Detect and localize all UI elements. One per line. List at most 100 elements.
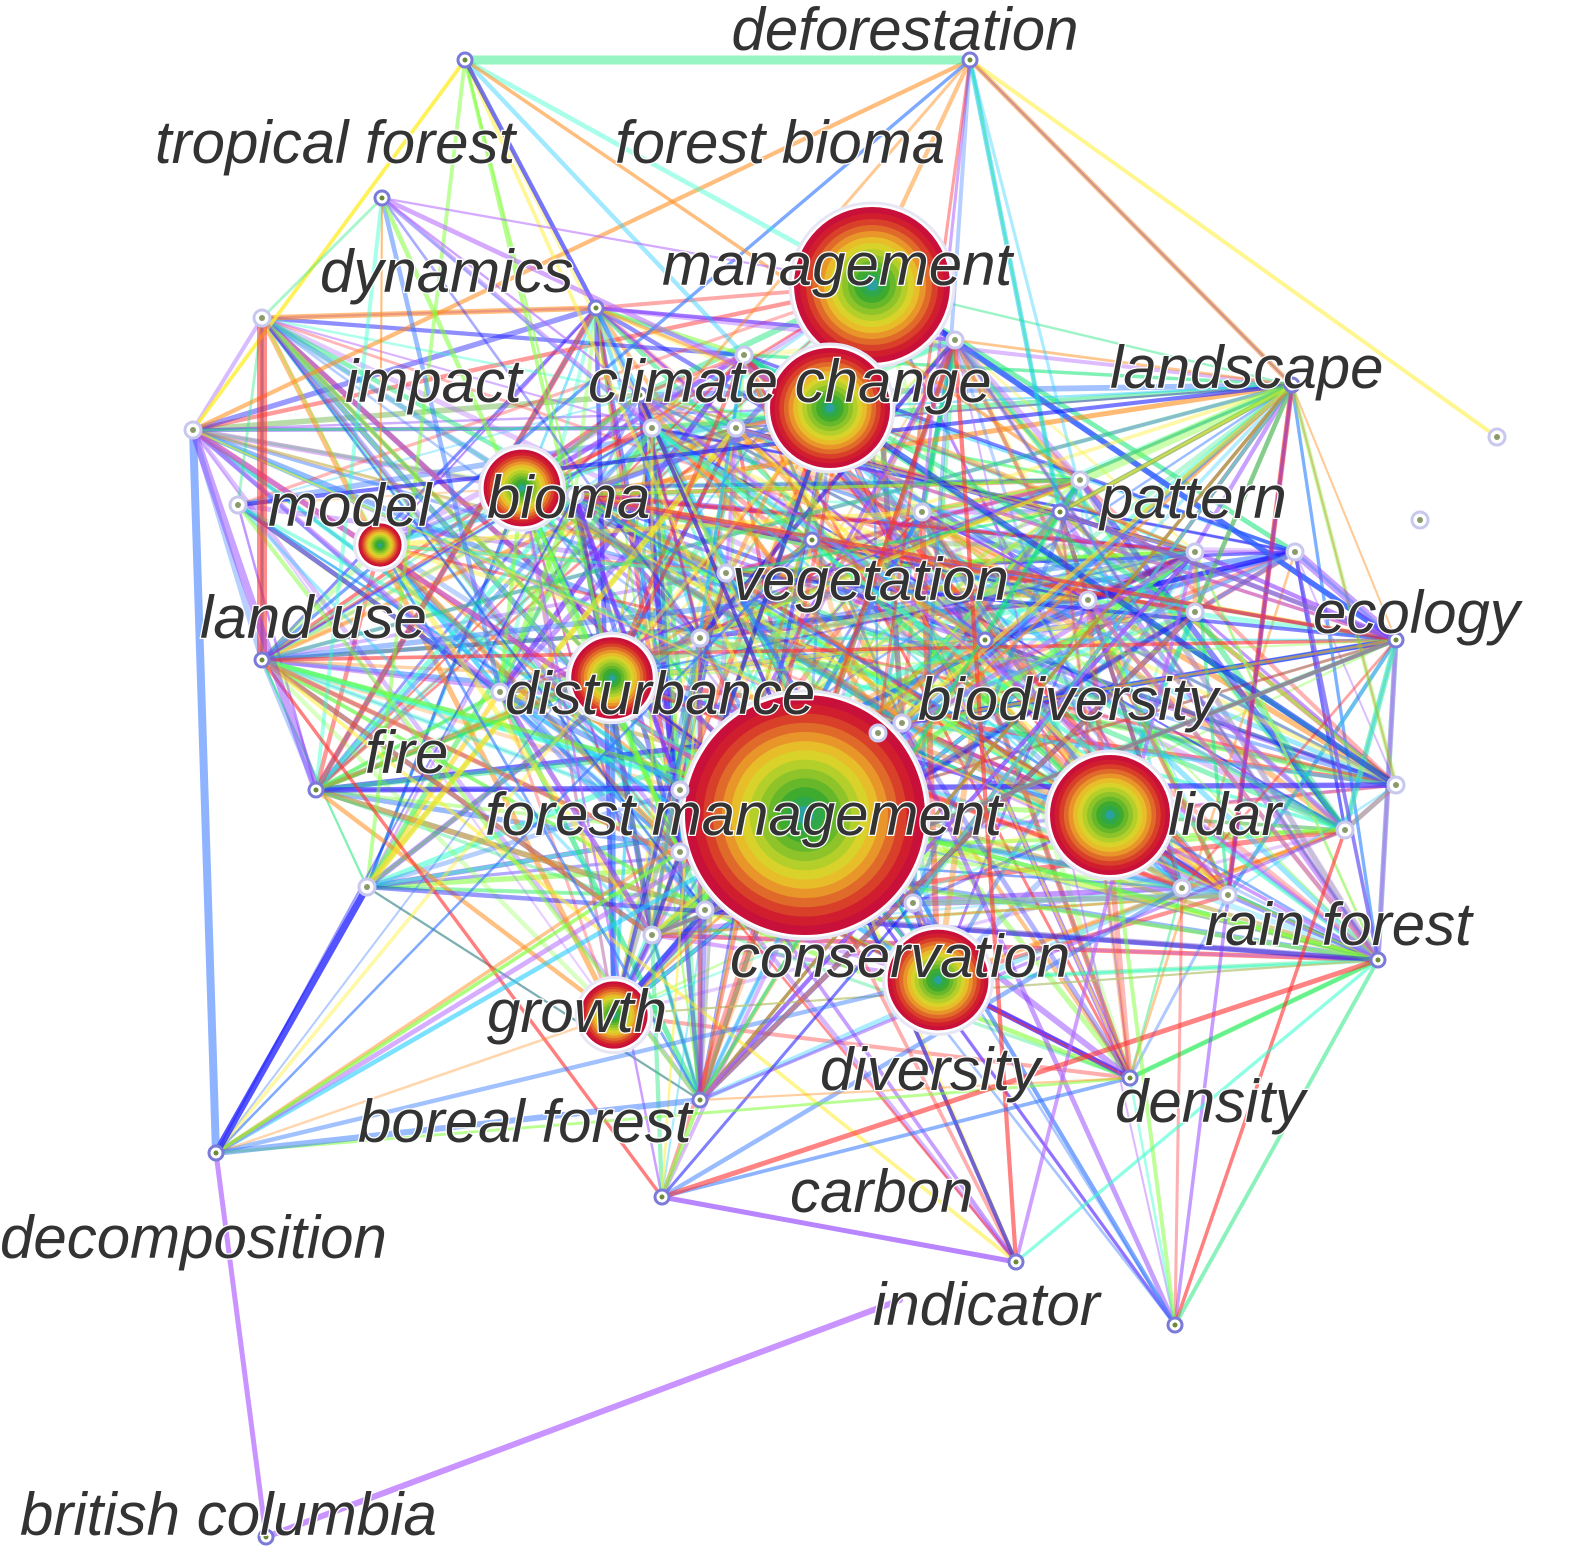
node-unlabeled bbox=[565, 485, 585, 505]
node-tropical-forest[interactable] bbox=[373, 189, 391, 207]
label-impact[interactable]: impact bbox=[344, 347, 526, 417]
label-deforestation[interactable]: deforestation bbox=[730, 0, 1079, 64]
co-occurrence-edge bbox=[660, 1076, 1132, 1199]
co-occurrence-edge bbox=[214, 283, 874, 1155]
co-occurrence-edge bbox=[1014, 550, 1197, 1264]
node-biodiversity[interactable] bbox=[976, 631, 994, 649]
co-occurrence-edge bbox=[260, 283, 874, 662]
node-ecology[interactable] bbox=[1387, 631, 1405, 649]
label-carbon[interactable]: carbon bbox=[789, 1157, 975, 1227]
label-bioma[interactable]: bioma bbox=[486, 463, 652, 533]
node-disturbance[interactable] bbox=[565, 631, 659, 725]
co-occurrence-edge bbox=[697, 907, 708, 1103]
node-unlabeled bbox=[357, 877, 377, 897]
co-occurrence-edge bbox=[462, 57, 599, 311]
co-occurrence-edge bbox=[236, 503, 654, 937]
label-indicator[interactable]: indicator bbox=[872, 1270, 1103, 1340]
node-landscape[interactable] bbox=[1283, 376, 1301, 394]
node-core bbox=[313, 787, 319, 793]
node-density[interactable] bbox=[1166, 1316, 1184, 1334]
node-vegetation[interactable] bbox=[803, 531, 821, 549]
co-occurrence-edge bbox=[260, 316, 707, 912]
label-fire[interactable]: fire bbox=[364, 718, 450, 788]
node-unlabeled bbox=[690, 628, 710, 648]
node-core bbox=[1292, 549, 1298, 555]
label-dynamics[interactable]: dynamics bbox=[319, 237, 575, 307]
node-unlabeled bbox=[868, 723, 888, 743]
label-tropical-forest[interactable]: tropical forest bbox=[154, 108, 519, 178]
node-land-use[interactable] bbox=[253, 651, 271, 669]
label-forest-management[interactable]: forest management bbox=[484, 780, 1006, 850]
co-occurrence-edge bbox=[1290, 383, 1398, 787]
label-decomposition[interactable]: decomposition bbox=[0, 1203, 388, 1273]
node-core bbox=[1085, 597, 1091, 603]
label-diversity[interactable]: diversity bbox=[819, 1035, 1046, 1105]
label-model[interactable]: model bbox=[267, 471, 435, 541]
co-occurrence-edge bbox=[660, 901, 915, 1199]
node-conservation[interactable] bbox=[882, 924, 994, 1036]
label-rain-forest[interactable]: rain forest bbox=[1204, 890, 1476, 960]
node-lidar[interactable] bbox=[1044, 749, 1176, 881]
label-density[interactable]: density bbox=[1114, 1067, 1311, 1137]
node-climate-change[interactable] bbox=[764, 342, 896, 474]
label-boreal-forest[interactable]: boreal forest bbox=[357, 1087, 695, 1157]
node-core bbox=[649, 932, 655, 938]
node-deforestation[interactable] bbox=[961, 51, 979, 69]
co-occurrence-edge bbox=[953, 338, 1197, 554]
node-decomposition[interactable] bbox=[207, 1144, 225, 1162]
node-boreal-forest[interactable] bbox=[691, 1091, 709, 1109]
label-ecology[interactable]: ecology bbox=[1312, 578, 1525, 648]
node-model[interactable] bbox=[352, 517, 408, 573]
co-occurrence-edge bbox=[828, 383, 1294, 410]
co-occurrence-edge bbox=[953, 338, 1380, 962]
node-carbon[interactable] bbox=[653, 1188, 671, 1206]
co-occurrence-edge bbox=[214, 850, 682, 1155]
node-pattern[interactable] bbox=[1051, 503, 1069, 521]
label-disturbance[interactable]: disturbance bbox=[504, 659, 817, 729]
node-diversity[interactable] bbox=[1121, 1069, 1139, 1087]
label-management[interactable]: management bbox=[661, 230, 1016, 300]
co-occurrence-edge bbox=[1293, 550, 1398, 642]
co-occurrence-edge bbox=[610, 550, 1197, 680]
co-occurrence-edge bbox=[610, 338, 957, 680]
label-climate-change[interactable]: climate change bbox=[587, 347, 993, 417]
label-growth[interactable]: growth bbox=[486, 977, 669, 1047]
co-occurrence-edge bbox=[365, 493, 577, 889]
co-occurrence-edge bbox=[377, 542, 655, 938]
label-pattern[interactable]: pattern bbox=[1097, 463, 1288, 533]
label-conservation[interactable]: conservation bbox=[729, 922, 1072, 992]
node-core bbox=[259, 657, 265, 663]
node-impact[interactable] bbox=[631, 386, 649, 404]
co-occurrence-edge bbox=[260, 316, 707, 912]
node-growth[interactable] bbox=[574, 975, 654, 1055]
label-lidar[interactable]: lidar bbox=[1167, 780, 1285, 850]
co-occurrence-edge bbox=[463, 58, 614, 680]
node-indicator[interactable] bbox=[1007, 1253, 1025, 1271]
node-rain-forest[interactable] bbox=[1369, 951, 1387, 969]
node-forest-bioma[interactable] bbox=[456, 51, 474, 69]
label-british-columbia[interactable]: british columbia bbox=[19, 1480, 438, 1550]
node-bioma[interactable] bbox=[478, 444, 566, 532]
co-occurrence-edge bbox=[936, 958, 1380, 982]
node-forest-management[interactable] bbox=[679, 689, 931, 941]
node-ring bbox=[795, 805, 815, 825]
node-dynamics[interactable] bbox=[587, 299, 605, 317]
node-management[interactable] bbox=[788, 201, 956, 369]
node-unlabeled bbox=[1078, 590, 1098, 610]
label-vegetation[interactable]: vegetation bbox=[731, 545, 1010, 615]
co-occurrence-edge bbox=[900, 550, 1297, 725]
co-occurrence-edge bbox=[520, 486, 1197, 554]
node-fire[interactable] bbox=[307, 781, 325, 799]
co-occurrence-edge bbox=[1173, 383, 1294, 1327]
label-forest-bioma[interactable]: forest bioma bbox=[614, 108, 947, 178]
label-biodiversity[interactable]: biodiversity bbox=[917, 665, 1224, 735]
co-occurrence-edge bbox=[1173, 958, 1380, 1327]
label-land-use[interactable]: land use bbox=[199, 583, 428, 653]
co-occurrence-edge bbox=[1192, 382, 1295, 615]
co-occurrence-edge bbox=[1290, 383, 1380, 962]
label-landscape[interactable]: landscape bbox=[1109, 333, 1385, 403]
co-occurrence-edge bbox=[638, 393, 738, 430]
node-british-columbia[interactable] bbox=[257, 1528, 275, 1546]
co-occurrence-edge bbox=[313, 787, 617, 1018]
co-occurrence-edge bbox=[876, 338, 957, 735]
